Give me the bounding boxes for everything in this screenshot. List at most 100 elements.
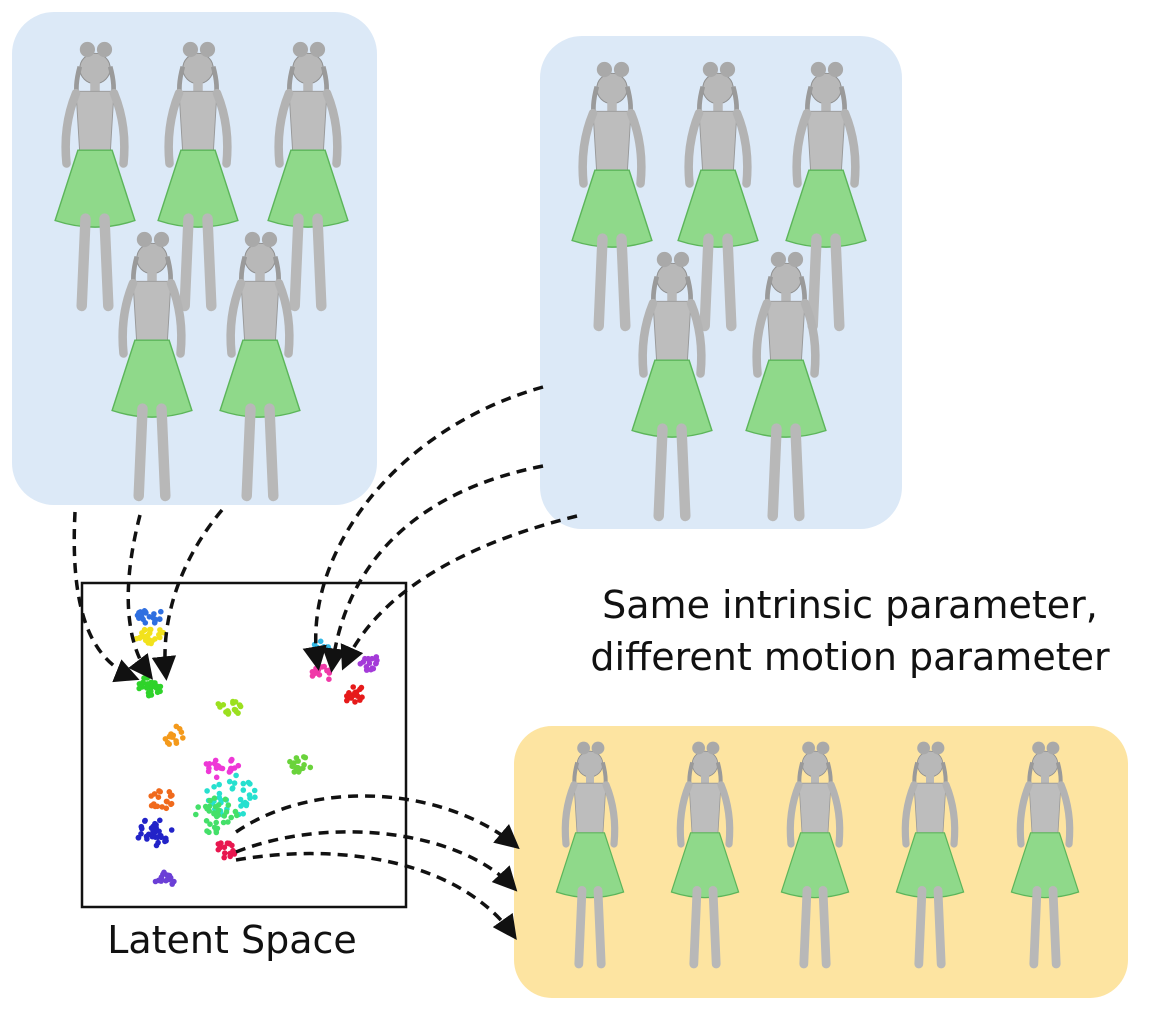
point-magenta-mid — [213, 763, 220, 769]
point-crimson — [221, 854, 227, 861]
point-cyan-top — [317, 638, 324, 645]
arrows — [72, 385, 578, 940]
point-green — [143, 685, 150, 691]
point-green-mid — [222, 796, 229, 803]
point-navy — [135, 835, 142, 841]
point-green-right — [295, 764, 301, 771]
arrow-tl-1 — [72, 511, 140, 683]
point-orange-low — [148, 793, 154, 799]
point-blue — [157, 616, 163, 622]
point-green-mid — [225, 802, 232, 808]
point-yellow — [137, 634, 143, 641]
caption-line-1: Same intrinsic parameter, — [602, 583, 1098, 627]
point-blue — [137, 610, 144, 617]
latent-space-box — [80, 581, 408, 909]
point-yellow — [142, 637, 149, 644]
point-blue — [146, 614, 153, 620]
point-magenta-mid — [213, 774, 220, 781]
point-blue — [152, 618, 158, 625]
point-navy — [152, 820, 158, 827]
point-cyan-mid — [204, 788, 210, 794]
point-green-mid — [211, 824, 218, 831]
point-lime — [232, 699, 239, 705]
point-green-mid — [195, 804, 201, 810]
point-lime — [237, 703, 244, 710]
point-green-right — [295, 769, 302, 775]
point-navy — [138, 823, 145, 830]
point-cyan-mid — [240, 787, 247, 793]
point-navy — [144, 836, 150, 842]
point-red-top — [352, 699, 358, 705]
point-yellow — [141, 626, 148, 633]
point-navy — [157, 817, 163, 824]
point-green — [148, 688, 154, 695]
arrow-tl-2 — [126, 514, 153, 680]
point-navy — [155, 834, 161, 841]
point-yellow — [156, 631, 162, 638]
point-orange-mid — [173, 740, 180, 746]
point-cyan-mid — [251, 787, 258, 794]
point-cyan-mid — [226, 778, 233, 785]
point-cyan-mid — [216, 781, 222, 788]
arrow-b-1 — [235, 794, 520, 850]
point-navy — [142, 818, 148, 824]
point-cyan-mid — [231, 780, 238, 786]
point-green-mid — [228, 814, 234, 821]
point-blue — [140, 616, 146, 623]
point-green-mid — [211, 795, 218, 801]
point-navy — [162, 838, 168, 845]
point-purple-top — [373, 660, 379, 666]
point-purple-top — [363, 664, 370, 670]
point-magenta-top — [319, 664, 325, 670]
point-orange-low — [157, 788, 163, 795]
point-red-top — [346, 690, 352, 696]
point-cyan-top — [325, 644, 331, 650]
point-red-top — [350, 684, 357, 690]
point-crimson — [224, 840, 231, 846]
point-violet — [163, 877, 169, 884]
point-crimson — [227, 850, 233, 857]
point-cyan-mid — [240, 811, 246, 817]
point-cyan-mid — [216, 790, 223, 797]
point-purple-top — [368, 666, 374, 673]
point-green-mid — [206, 808, 212, 814]
point-cyan-mid — [252, 794, 258, 800]
point-violet — [165, 872, 171, 879]
point-magenta-mid — [212, 757, 219, 764]
point-orange-low — [168, 800, 175, 807]
point-green-mid — [193, 811, 199, 818]
point-orange-mid — [180, 735, 186, 741]
point-cyan-mid — [237, 796, 244, 803]
point-blue — [141, 608, 148, 614]
point-orange-low — [163, 798, 170, 805]
point-cyan-mid — [240, 780, 247, 787]
point-green-mid — [206, 803, 213, 810]
point-navy — [153, 842, 160, 849]
point-red-top — [348, 695, 355, 701]
point-green-mid — [204, 828, 210, 834]
point-violet — [171, 878, 177, 885]
point-purple-top — [369, 655, 375, 662]
arrow-tr-2 — [322, 464, 544, 673]
point-lime — [220, 702, 227, 708]
point-cyan-mid — [243, 800, 250, 807]
point-orange-low — [155, 794, 162, 800]
arrow-b-3 — [235, 851, 517, 940]
arrow-tr-1 — [302, 385, 544, 671]
point-magenta-mid — [235, 762, 242, 769]
point-violet — [152, 878, 159, 885]
point-magenta-top — [326, 676, 332, 682]
point-crimson — [229, 842, 235, 849]
point-cyan-mid — [211, 784, 217, 790]
point-orange-low — [169, 792, 175, 799]
point-green-mid — [220, 819, 227, 826]
point-yellow — [149, 638, 155, 644]
point-magenta-top — [316, 672, 323, 678]
point-green-mid — [203, 818, 210, 824]
point-green-right — [307, 764, 314, 771]
point-green-right — [302, 754, 309, 761]
point-purple-top — [357, 661, 364, 667]
arrow-tr-3 — [340, 514, 578, 671]
point-crimson — [222, 850, 228, 856]
